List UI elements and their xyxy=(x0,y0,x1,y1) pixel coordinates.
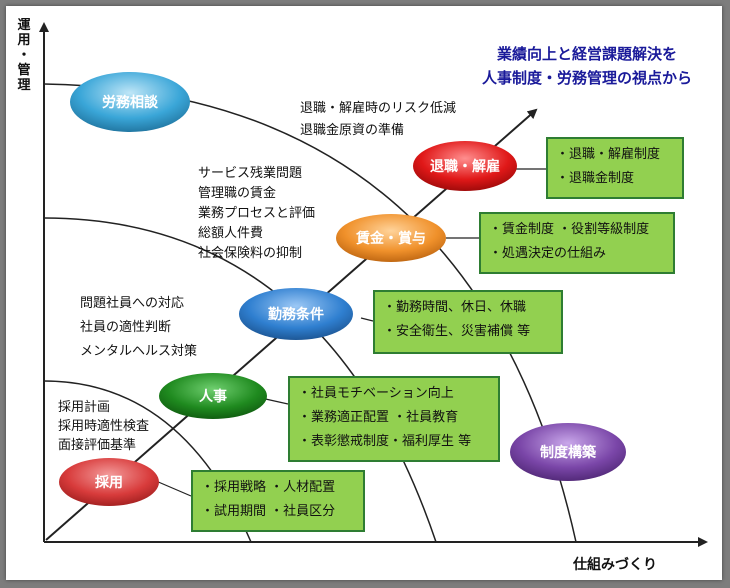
x-axis-label: 仕組みづくり xyxy=(573,557,657,573)
notes-taishoku: 退職・解雇時のリスク低減 退職金原資の準備 xyxy=(300,101,457,138)
y-axis-label: 運 用 ・ 管 理 xyxy=(17,18,31,93)
connector-saiyo xyxy=(155,480,192,497)
stage-taishoku-oval: 退職・解雇 xyxy=(413,141,517,191)
headline: 業績向上と経営課題解決を 人事制度・労務管理の視点から xyxy=(482,42,692,90)
stage-seido-oval: 制度構築 xyxy=(510,423,626,481)
box-chingin: ・賃金制度 ・役割等級制度 ・処遇決定の仕組み xyxy=(479,212,675,274)
stage-jinji-label: 人事 xyxy=(199,388,227,405)
stage-chingin-label: 賃金・賞与 xyxy=(355,230,426,247)
box-saiyo: ・採用戦略 ・人材配置 ・試用期間 ・社員区分 xyxy=(191,470,365,532)
headline-line-2: 人事制度・労務管理の視点から xyxy=(482,69,693,87)
notes-saiyo: 採用計画 採用時適性検査 面接評価基準 xyxy=(58,400,150,453)
stage-saiyo-oval: 採用 xyxy=(59,458,159,506)
stage-saiyo-label: 採用 xyxy=(95,474,123,491)
notes-chingin: サービス残業問題 管理職の賃金 業務プロセスと評価 総額人件費 社会保険料の抑制 xyxy=(198,166,316,261)
stage-jinji-oval: 人事 xyxy=(159,373,267,419)
connector-kinmu xyxy=(360,317,374,322)
diagram-canvas: 採用 人事 勤務条件 賃金・賞与 退職・解雇 労務相談 制度構築 xyxy=(39,22,708,547)
stage-seido-label: 制度構築 xyxy=(540,444,597,461)
notes-kinmu: 問題社員への対応 社員の適性判断 メンタルヘルス対策 xyxy=(80,296,198,359)
headline-line-1: 業績向上と経営課題解決を xyxy=(497,45,678,63)
stage-roumu-oval: 労務相談 xyxy=(70,72,190,132)
diagram-frame: 採用 人事 勤務条件 賃金・賞与 退職・解雇 労務相談 制度構築 運 用 xyxy=(6,6,722,580)
box-jinji: ・社員モチベーション向上 ・業務適正配置 ・社員教育 ・表彰懲戒制度・福利厚生 … xyxy=(288,376,500,462)
stage-kinmu-label: 勤務条件 xyxy=(268,306,324,323)
stage-kinmu-oval: 勤務条件 xyxy=(239,288,353,340)
stage-chingin-oval: 賃金・賞与 xyxy=(336,214,446,262)
stage-roumu-label: 労務相談 xyxy=(102,94,159,111)
stage-taishoku-label: 退職・解雇 xyxy=(430,158,500,175)
box-taishoku: ・退職・解雇制度 ・退職金制度 xyxy=(546,137,684,199)
box-kinmu: ・勤務時間、休日、休職 ・安全衛生、災害補償 等 xyxy=(373,290,563,354)
